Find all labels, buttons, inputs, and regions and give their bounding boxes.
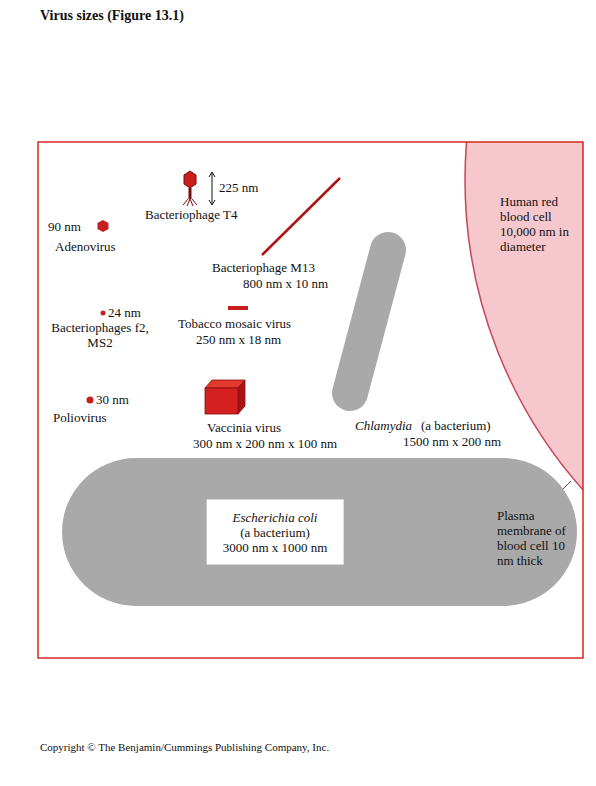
caption: Copyright © The Benjamin/Cummings Publis… <box>40 740 329 755</box>
size-label: Bacteriophage M13 <box>212 260 315 275</box>
size-label: (a bacterium) <box>421 418 491 433</box>
node-heading: Human red blood cell <box>500 194 572 224</box>
size-label: 800 nm x 10 nm <box>243 276 328 291</box>
size-label: Vaccinia virus <box>207 420 281 435</box>
node-text: 3000 nm x 1000 nm <box>223 540 328 555</box>
size-label: Adenovirus <box>55 239 116 254</box>
label-box: Escherichia coli(a bacterium)3000 nm x 1… <box>207 500 344 565</box>
node-text: 10,000 nm in diameter <box>500 224 572 254</box>
node-text: (a bacterium) <box>223 525 328 540</box>
size-label: 1500 nm x 200 nm <box>403 434 501 449</box>
size-label: 90 nm <box>48 219 81 234</box>
chlamydia-rod <box>350 250 388 393</box>
size-label: 30 nm <box>96 392 129 407</box>
size-label: Bacteriophages f2, MS2 <box>48 320 152 350</box>
title: Virus sizes (Figure 13.1) <box>40 8 184 23</box>
size-label: Plasma membrane of blood cell 10 nm thic… <box>497 508 579 568</box>
size-label: 225 nm <box>219 180 258 195</box>
t4-tail <box>189 188 192 199</box>
vaccinia-brick <box>205 380 245 414</box>
size-label: Tobacco mosaic virus <box>178 316 291 331</box>
size-arrow <box>209 172 215 205</box>
t4-phage <box>183 171 197 206</box>
m13-filament <box>262 178 340 255</box>
size-label: 300 nm x 200 nm x 100 nm <box>193 436 337 451</box>
t4-head <box>184 171 196 188</box>
size-label: Poliovirus <box>53 410 106 425</box>
f2-ms2-particle <box>101 311 106 316</box>
adenovirus-particle <box>98 220 109 232</box>
tmv-rod <box>228 306 248 310</box>
t4-legs <box>183 199 197 206</box>
size-label: Bacteriophage T4 <box>145 207 238 222</box>
blood-cell-label: Human red blood cell10,000 nm in diamete… <box>500 194 572 254</box>
node-heading: Escherichia coli <box>223 510 328 525</box>
size-label: 24 nm <box>108 305 141 320</box>
frame <box>38 142 583 658</box>
poliovirus-particle <box>87 397 94 404</box>
size-label: 250 nm x 18 nm <box>196 332 281 347</box>
size-label: Chlamydia <box>355 418 412 433</box>
